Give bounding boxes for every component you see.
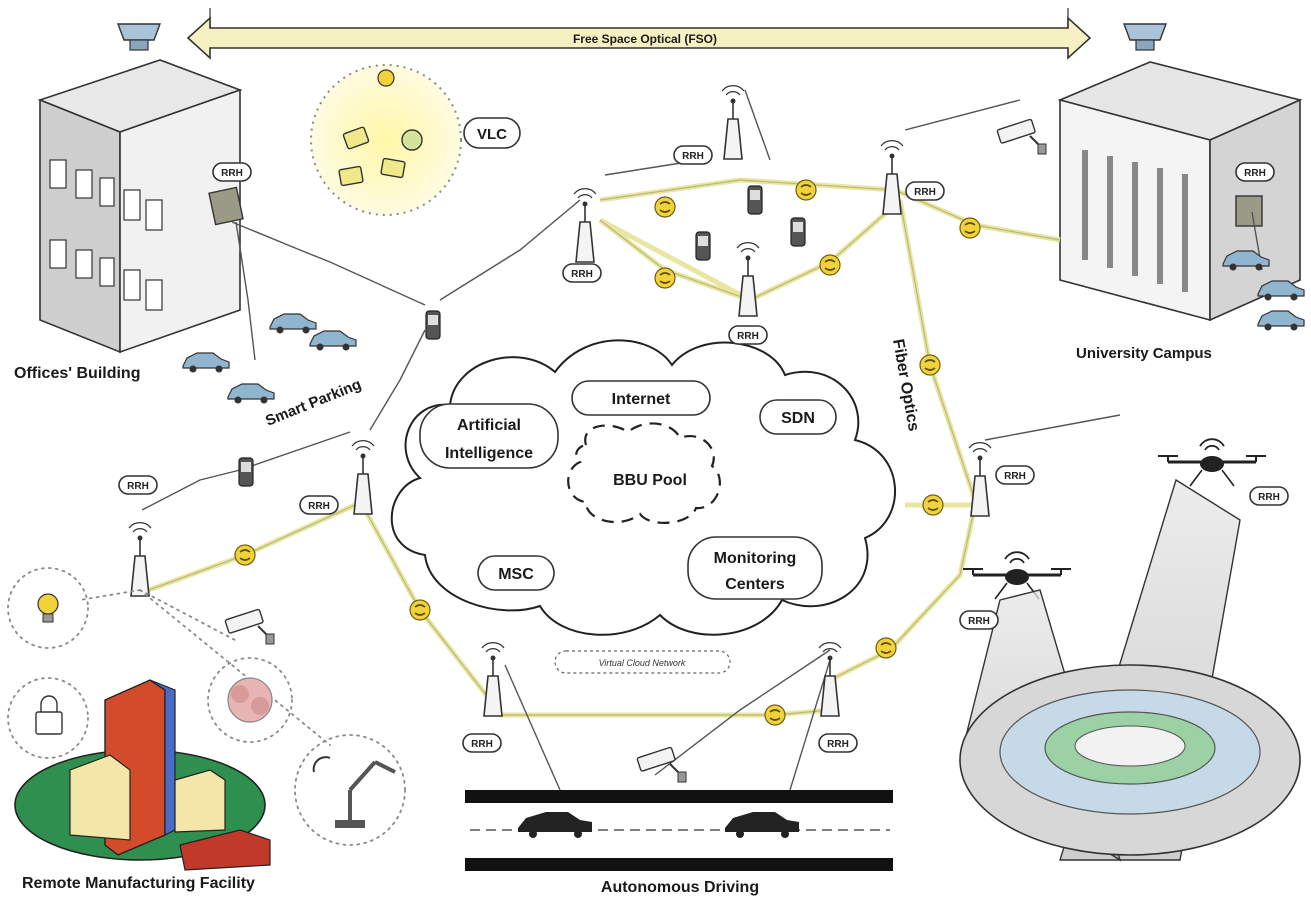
offices-label: Offices' Building bbox=[14, 365, 140, 382]
camera-icon bbox=[635, 746, 687, 783]
fiber-node-icon bbox=[234, 544, 256, 566]
camera-icon bbox=[995, 118, 1047, 155]
tower-icon bbox=[128, 521, 152, 597]
cloud-monitoring-line2: Centers bbox=[725, 576, 785, 593]
vlc-bubble bbox=[310, 64, 462, 216]
fiber-node-icon bbox=[819, 254, 841, 276]
bbu-pool-cloud bbox=[567, 422, 721, 524]
tower-icon bbox=[481, 641, 505, 717]
rrh-text: RRH bbox=[682, 151, 704, 162]
car-icon bbox=[518, 812, 592, 838]
university-building-icon bbox=[1057, 61, 1303, 322]
rrh-badge: RRH bbox=[905, 181, 945, 201]
rrh-text: RRH bbox=[308, 501, 330, 512]
rrh-text: RRH bbox=[221, 168, 243, 179]
fiber-node-icon bbox=[654, 196, 676, 218]
lock-icon bbox=[35, 695, 63, 735]
parked-car-icon bbox=[1257, 280, 1305, 302]
fiber-node-icon bbox=[919, 354, 941, 376]
tower-icon bbox=[573, 187, 597, 263]
bulb-icon bbox=[377, 69, 395, 87]
fiber-node-icon bbox=[922, 494, 944, 516]
tower-icon bbox=[880, 139, 904, 215]
rrh-badge: RRH bbox=[118, 475, 158, 495]
rrh-text: RRH bbox=[1244, 168, 1266, 179]
fiber-node-icon bbox=[959, 217, 981, 239]
rrh-text: RRH bbox=[914, 187, 936, 198]
rrh-badge: RRH bbox=[995, 465, 1035, 485]
phone-icon bbox=[238, 457, 254, 487]
car-icon bbox=[725, 812, 799, 838]
rrh-badge: RRH bbox=[212, 162, 252, 182]
parked-car-icon bbox=[1257, 310, 1305, 332]
robot-arm-icon bbox=[312, 756, 396, 828]
fso-head-left-icon bbox=[116, 23, 162, 51]
phone-icon bbox=[425, 310, 441, 340]
rrh-text: RRH bbox=[571, 269, 593, 280]
cloud-ai-line2: Intelligence bbox=[445, 445, 533, 462]
rrh-text: RRH bbox=[471, 739, 493, 750]
drone-icon bbox=[1156, 437, 1268, 488]
parked-car-icon bbox=[309, 330, 357, 352]
autonomous-driving-label: Autonomous Driving bbox=[601, 879, 759, 896]
manufacturing-label: Remote Manufacturing Facility bbox=[22, 875, 255, 892]
rrh-badge: RRH bbox=[1235, 162, 1275, 182]
parked-car-icon bbox=[182, 352, 230, 374]
university-label: University Campus bbox=[1076, 345, 1212, 362]
cloud-sdn: SDN bbox=[781, 410, 815, 427]
fiber-node-icon bbox=[654, 267, 676, 289]
cloud-monitoring-line1: Monitoring bbox=[714, 550, 797, 567]
rrh-badge: RRH bbox=[462, 733, 502, 753]
parked-car-icon bbox=[269, 313, 317, 335]
fso-head-right-icon bbox=[1122, 23, 1168, 51]
rrh-badge: RRH bbox=[728, 325, 768, 345]
rrh-badge: RRH bbox=[959, 610, 999, 630]
rrh-text: RRH bbox=[1258, 492, 1280, 503]
road bbox=[465, 790, 893, 871]
fiber-node-icon bbox=[409, 599, 431, 621]
fso-arrow: Free Space Optical (FSO) bbox=[186, 8, 1092, 60]
manufacturing-facility-icon bbox=[14, 679, 271, 871]
fiber-node-icon bbox=[764, 704, 786, 726]
rrh-text: RRH bbox=[737, 331, 759, 342]
rrh-badge: RRH bbox=[562, 263, 602, 283]
fiber-optics-label: Fiber Optics bbox=[889, 338, 922, 433]
drone-icon bbox=[961, 550, 1073, 601]
rrh-badge: RRH bbox=[673, 145, 713, 165]
rrh-badge: RRH bbox=[1249, 486, 1289, 506]
offices-building-icon bbox=[37, 59, 244, 354]
cloud-bbu: BBU Pool bbox=[613, 472, 687, 489]
smart-parking-label: Smart Parking bbox=[263, 376, 364, 430]
rrh-text: RRH bbox=[127, 481, 149, 492]
parked-car-icon bbox=[227, 383, 275, 405]
tower-icon bbox=[818, 641, 842, 717]
cloud-internet: Internet bbox=[612, 391, 671, 408]
fiber-node-icon bbox=[795, 179, 817, 201]
rrh-badge: RRH bbox=[299, 495, 339, 515]
cloud-msc: MSC bbox=[498, 566, 534, 583]
tower-icon bbox=[351, 439, 375, 515]
phone-icon bbox=[790, 217, 806, 247]
fso-label: Free Space Optical (FSO) bbox=[573, 32, 717, 46]
cloud-ai-line1: Artificial bbox=[457, 417, 521, 434]
wireless-links bbox=[141, 89, 1263, 791]
phone-icon bbox=[747, 185, 763, 215]
phone-icon bbox=[695, 231, 711, 261]
vlc-label: VLC bbox=[477, 126, 507, 143]
tower-icon bbox=[736, 241, 760, 317]
iot-circles bbox=[7, 567, 406, 846]
rrh-text: RRH bbox=[1004, 471, 1026, 482]
fiber-node-icon bbox=[875, 637, 897, 659]
virus-icon bbox=[227, 677, 273, 723]
tower-icon bbox=[968, 441, 992, 517]
rrh-text: RRH bbox=[968, 616, 990, 627]
rrh-badge: RRH bbox=[818, 733, 858, 753]
light-bulb-icon bbox=[37, 593, 59, 623]
stadium-icon bbox=[959, 478, 1301, 862]
virtual-cloud-label: Virtual Cloud Network bbox=[599, 658, 686, 668]
rrh-text: RRH bbox=[827, 739, 849, 750]
tower-icon bbox=[721, 84, 745, 160]
